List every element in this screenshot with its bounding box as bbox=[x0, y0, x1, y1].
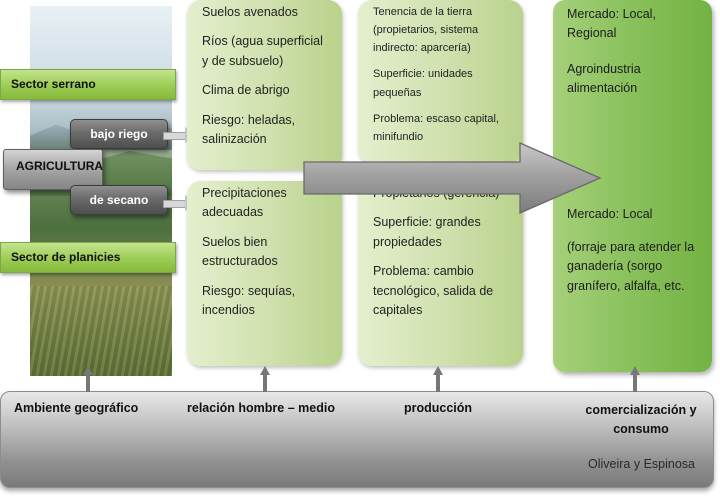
label-sector-serrano: Sector serrano bbox=[0, 69, 176, 100]
arrow-up bbox=[260, 366, 270, 392]
box-text: Tenencia de la tierra (propietarios, sis… bbox=[373, 6, 479, 55]
box-text: Riesgo: sequías, incendios bbox=[202, 283, 296, 317]
label-de-secano: de secano bbox=[70, 185, 168, 215]
label-comercializacion-consumo: comercialización y consumo bbox=[585, 403, 697, 437]
box-text: Clima de abrigo bbox=[202, 83, 290, 98]
label-produccion: producción bbox=[404, 401, 473, 415]
label-ambiente-geografico: Ambiente geográfico bbox=[14, 401, 139, 415]
label-sector-planicies: Sector de planicies bbox=[0, 242, 176, 273]
box-text: Problema: escaso capital, minifundio bbox=[373, 112, 499, 143]
box-text: Suelos avenados bbox=[202, 5, 298, 19]
box-text: Superficie: unidades pequeñas bbox=[373, 68, 473, 99]
label-agricultura: AGRICULTURA bbox=[3, 149, 103, 190]
label-relacion-hombre-medio: relación hombre – medio bbox=[187, 401, 335, 415]
label-bajo-riego: bajo riego bbox=[70, 119, 168, 149]
box-text: (forraje para atender la ganadería (sorg… bbox=[567, 239, 695, 293]
box-text: Ríos (agua superficial y de subsuelo) bbox=[202, 34, 323, 68]
grass-field bbox=[30, 286, 172, 376]
box-text: Superficie: grandes propiedades bbox=[373, 215, 481, 249]
arrow-up bbox=[433, 366, 443, 392]
box-relacion-planicies: Precipitaciones adecuadas Suelos bien es… bbox=[187, 181, 342, 366]
box-text: Mercado: Local bbox=[567, 206, 653, 221]
box-relacion-serrano: Suelos avenados Ríos (agua superficial y… bbox=[187, 0, 342, 170]
box-text: Agroindustria alimentación bbox=[567, 61, 641, 96]
box-text: Precipitaciones adecuadas bbox=[202, 186, 287, 220]
credit-text: Oliveira y Espinosa bbox=[588, 457, 695, 471]
box-text: Riesgo: heladas, salinización bbox=[202, 112, 296, 146]
arrow-up bbox=[83, 366, 93, 392]
big-arrow-right bbox=[303, 142, 602, 214]
box-text: Problema: cambio tecnológico, salida de … bbox=[373, 264, 494, 317]
arrow-up bbox=[630, 366, 640, 392]
box-text: Suelos bien estructurados bbox=[202, 234, 278, 269]
bottom-bar bbox=[0, 391, 714, 488]
box-text: Mercado: Local, Regional bbox=[567, 7, 656, 41]
box-produccion-serrano: Tenencia de la tierra (propietarios, sis… bbox=[358, 0, 523, 163]
